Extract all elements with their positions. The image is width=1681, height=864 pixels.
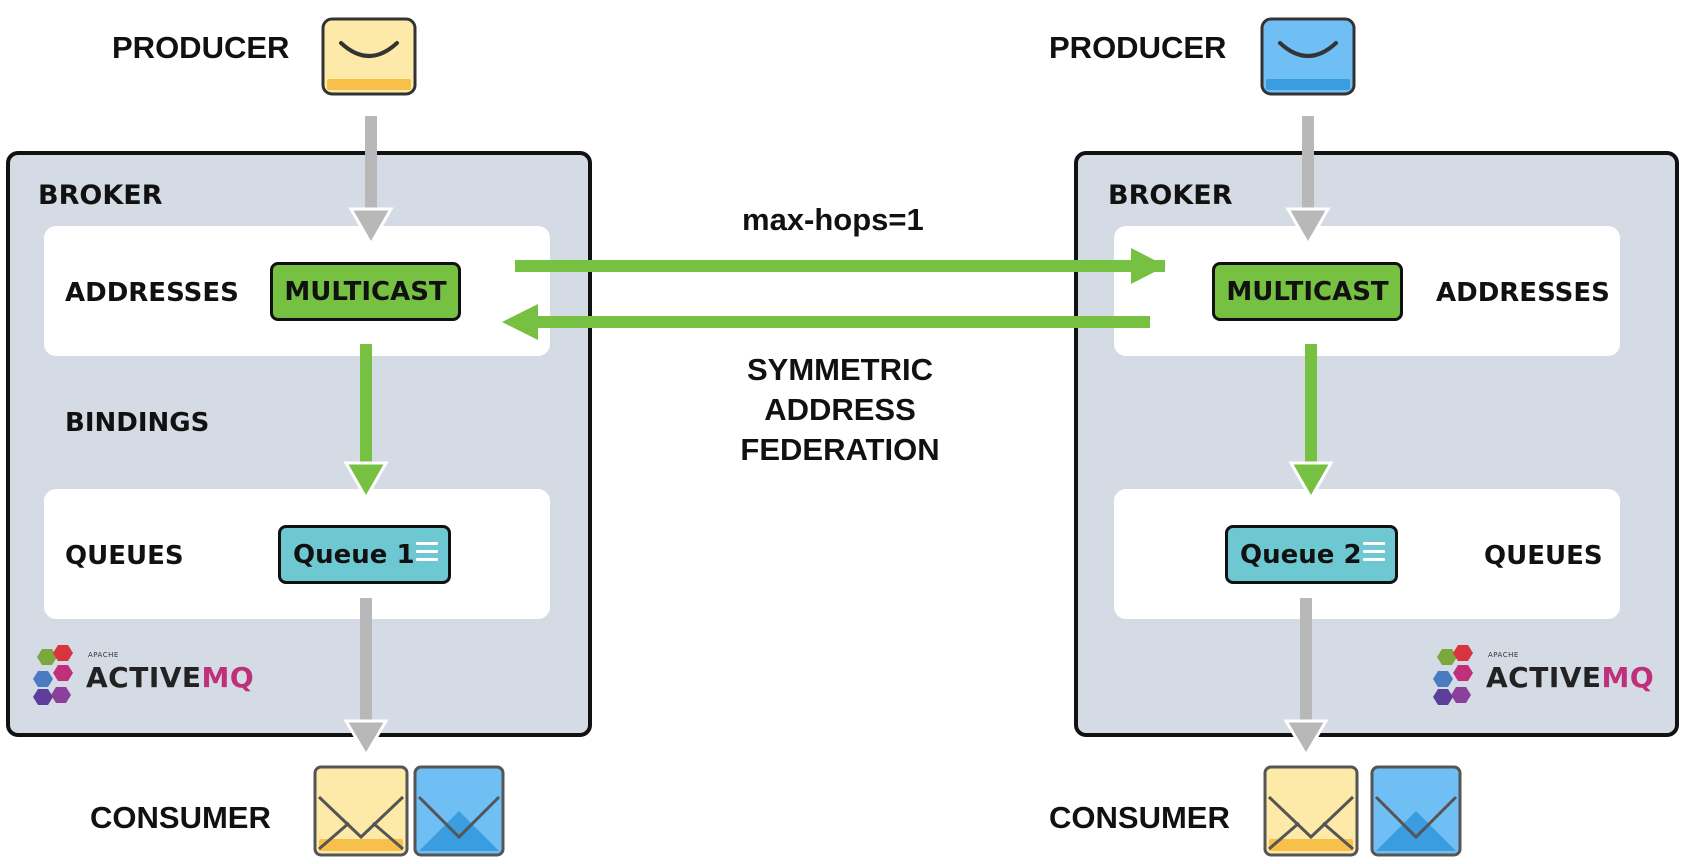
right-addresses-label: ADDRESSES (1436, 278, 1610, 308)
activemq-logo-icon (1433, 645, 1473, 705)
logo-apache-text: APACHE (1488, 650, 1519, 659)
queue-1-label: Queue 1 (293, 539, 415, 570)
federation-arrow-left (502, 304, 1150, 340)
queue-list-icon (416, 542, 438, 566)
right-consumer-arrow (1283, 598, 1329, 758)
federation-arrow-right (515, 248, 1166, 284)
bindings-label: BINDINGS (65, 408, 210, 438)
left-consumer-envelope-yellow-icon (313, 765, 409, 857)
right-consumer-envelope-yellow-icon (1263, 765, 1359, 857)
left-consumer-arrow (343, 598, 389, 758)
logo-mq-text: MQ (1601, 660, 1655, 694)
right-broker-label: BROKER (1108, 180, 1233, 211)
logo-apache-text: APACHE (88, 650, 119, 659)
left-producer-envelope-icon (321, 17, 417, 96)
federation-label: SYMMETRIC ADDRESS FEDERATION (720, 350, 960, 470)
right-activemq-logo: APACHE ACTIVEMQ (1428, 643, 1654, 711)
logo-active-text: ACTIVE (1486, 660, 1602, 694)
left-addresses-label: ADDRESSES (65, 278, 239, 308)
max-hops-label: max-hops=1 (742, 202, 924, 237)
queue-2-label: Queue 2 (1240, 539, 1362, 570)
queue-2[interactable]: Queue 2 (1225, 525, 1398, 584)
left-activemq-logo: APACHE ACTIVEMQ (28, 643, 254, 711)
right-producer-label: PRODUCER (1049, 30, 1227, 65)
federation-line-3: FEDERATION (740, 432, 940, 467)
left-binding-arrow (343, 344, 389, 502)
right-multicast-address[interactable]: MULTICAST (1212, 262, 1403, 321)
left-consumer-envelope-blue-icon (413, 765, 505, 857)
left-producer-arrow (348, 116, 394, 248)
left-producer-label: PRODUCER (112, 30, 290, 65)
queue-list-icon (1363, 542, 1385, 566)
right-producer-arrow (1285, 116, 1331, 248)
logo-active-text: ACTIVE (86, 660, 202, 694)
right-consumer-envelope-blue-icon (1370, 765, 1462, 857)
federation-line-2: ADDRESS (764, 392, 916, 427)
activemq-logo-icon (33, 645, 73, 705)
right-binding-arrow (1288, 344, 1334, 502)
left-queues-label: QUEUES (65, 541, 184, 571)
right-consumer-label: CONSUMER (1049, 800, 1230, 835)
queue-1[interactable]: Queue 1 (278, 525, 451, 584)
right-producer-envelope-icon (1260, 17, 1356, 96)
left-consumer-label: CONSUMER (90, 800, 271, 835)
right-queues-label: QUEUES (1484, 541, 1603, 571)
logo-mq-text: MQ (201, 660, 255, 694)
federation-line-1: SYMMETRIC (747, 352, 933, 387)
left-broker-label: BROKER (38, 180, 163, 211)
left-multicast-address[interactable]: MULTICAST (270, 262, 461, 321)
